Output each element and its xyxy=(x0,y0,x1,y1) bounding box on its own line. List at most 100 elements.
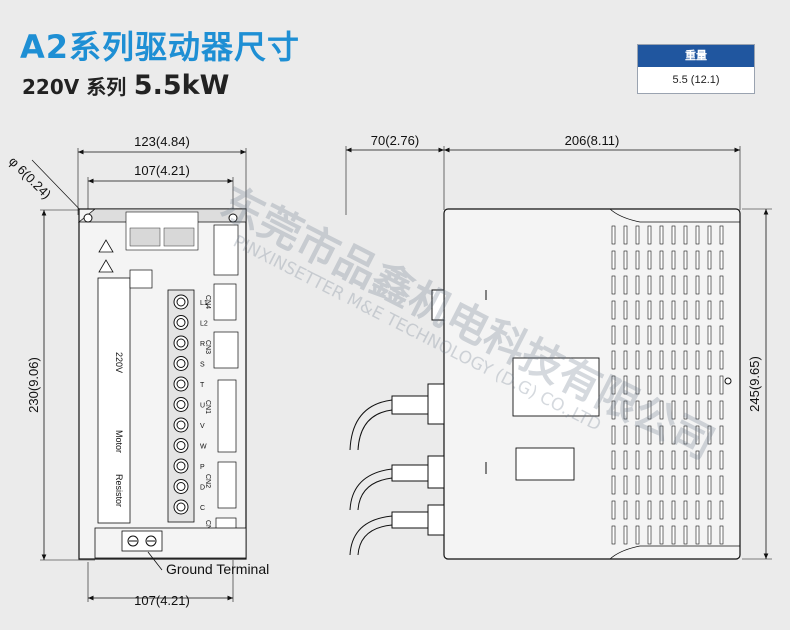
port-label-cn2: CN2 xyxy=(204,474,211,488)
terminal-screw xyxy=(173,499,189,515)
terminal-screw xyxy=(173,315,189,330)
cooling-fin xyxy=(683,425,688,445)
cooling-fin xyxy=(635,400,640,420)
panel-label-resistor: Resistor xyxy=(114,474,124,507)
cooling-fin xyxy=(635,350,640,370)
dim-hole-diameter: φ 6(0.24) xyxy=(6,154,54,202)
cooling-fin xyxy=(671,350,676,370)
cooling-fin xyxy=(671,225,676,245)
cooling-fin xyxy=(611,400,616,420)
cooling-fin xyxy=(683,300,688,320)
cooling-fin xyxy=(695,250,700,270)
cooling-fin xyxy=(671,300,676,320)
cooling-fin xyxy=(623,250,628,270)
cooling-fin xyxy=(683,225,688,245)
cooling-fin xyxy=(719,225,724,245)
caution-icon xyxy=(98,239,114,253)
cooling-fin xyxy=(635,475,640,495)
cooling-fin xyxy=(695,425,700,445)
cooling-fin xyxy=(671,525,676,545)
cooling-fin xyxy=(647,250,652,270)
cooling-fin xyxy=(635,450,640,470)
cooling-fin xyxy=(719,250,724,270)
side-recess-large xyxy=(512,357,600,417)
terminal-screw xyxy=(173,356,189,371)
cooling-fin xyxy=(695,525,700,545)
cooling-fin xyxy=(719,500,724,520)
cooling-fin xyxy=(707,250,712,270)
cooling-fin xyxy=(683,500,688,520)
cooling-fin xyxy=(707,525,712,545)
cooling-fin xyxy=(635,325,640,345)
cooling-fin xyxy=(683,325,688,345)
dim-side-height: 245(9.65) xyxy=(747,356,762,412)
hole-leader-line xyxy=(31,159,89,219)
cooling-fin xyxy=(611,450,616,470)
cooling-fin xyxy=(707,350,712,370)
cooling-fin xyxy=(623,450,628,470)
cooling-fin xyxy=(683,350,688,370)
cooling-fin xyxy=(647,325,652,345)
side-view: 70(2.76) 206(8.11) 245(9.65) xyxy=(345,133,772,560)
cooling-fin xyxy=(707,325,712,345)
cooling-fin xyxy=(683,475,688,495)
cooling-fin xyxy=(707,450,712,470)
terminal-label: U xyxy=(200,403,205,410)
port-label-cn5: CN5 xyxy=(204,520,211,534)
cooling-fin xyxy=(659,450,664,470)
cooling-fin xyxy=(647,225,652,245)
cooling-fin xyxy=(635,300,640,320)
terminal-label: S xyxy=(200,362,205,369)
cooling-fin xyxy=(611,375,616,395)
terminal-screw xyxy=(173,376,189,392)
cooling-fin xyxy=(719,375,724,395)
terminal-label: V xyxy=(200,423,205,430)
cooling-fin xyxy=(647,475,652,495)
cooling-fin xyxy=(623,500,628,520)
terminal-screw xyxy=(173,397,189,412)
cooling-fin xyxy=(707,400,712,420)
cooling-fin xyxy=(683,375,688,395)
cooling-fin xyxy=(695,400,700,420)
cooling-fin xyxy=(623,425,628,445)
side-connector-3 xyxy=(427,504,445,536)
weight-table: 重量 5.5 (12.1) xyxy=(637,44,755,94)
cooling-fin xyxy=(719,475,724,495)
cooling-fin xyxy=(623,350,628,370)
cooling-fin xyxy=(659,275,664,295)
cooling-fin xyxy=(707,375,712,395)
cooling-fin xyxy=(695,375,700,395)
cooling-fin xyxy=(623,225,628,245)
cooling-fin xyxy=(683,450,688,470)
cooling-fin xyxy=(635,225,640,245)
cooling-fin xyxy=(659,325,664,345)
cooling-fin xyxy=(659,500,664,520)
cooling-fin xyxy=(695,475,700,495)
cooling-fin xyxy=(695,350,700,370)
cooling-fin xyxy=(695,225,700,245)
cooling-fin xyxy=(671,275,676,295)
cooling-fin xyxy=(659,525,664,545)
page-subtitle: 220V 系列 5.5kW xyxy=(22,70,229,101)
port-label-cn4: CN4 xyxy=(204,295,211,309)
cooling-fin xyxy=(695,450,700,470)
cooling-fin xyxy=(623,400,628,420)
cooling-fin xyxy=(719,275,724,295)
mount-hole-top xyxy=(83,213,93,223)
cooling-fin xyxy=(659,225,664,245)
cooling-fin xyxy=(707,300,712,320)
terminal-label: L1 xyxy=(200,300,208,307)
connector-cn2 xyxy=(217,461,237,509)
cooling-fin xyxy=(611,475,616,495)
cooling-fin xyxy=(707,275,712,295)
cooling-fin xyxy=(695,275,700,295)
terminal-label: T xyxy=(200,382,205,389)
cooling-fin xyxy=(647,400,652,420)
cooling-fin xyxy=(623,475,628,495)
cooling-fin xyxy=(707,500,712,520)
terminal-label: R xyxy=(200,341,205,348)
cooling-fin xyxy=(695,500,700,520)
cooling-fin xyxy=(611,425,616,445)
cooling-fin xyxy=(623,300,628,320)
